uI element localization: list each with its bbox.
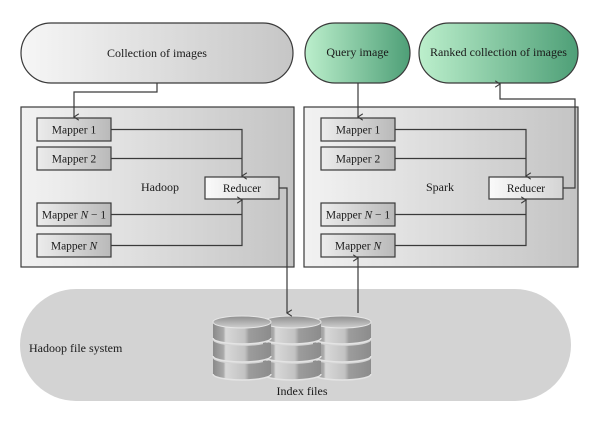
svg-text:Reducer: Reducer xyxy=(507,183,545,195)
spark-reducer: Reducer xyxy=(488,176,564,200)
svg-text:Mapper 1: Mapper 1 xyxy=(336,125,381,137)
hadoop-file-system-node: Hadoop file system xyxy=(20,289,571,401)
spark-mapper-1: Mapper 1 xyxy=(320,117,396,142)
hadoop-mapper-n: Mapper N xyxy=(36,233,112,258)
svg-text:Mapper N: Mapper N xyxy=(335,241,383,253)
spark-mapper-n-minus-1: Mapper N − 1 xyxy=(320,202,396,227)
database-cylinder-segment xyxy=(212,340,272,363)
collection-of-images-label: Collection of images xyxy=(107,46,207,60)
ranked-collection-node: Ranked collection of images xyxy=(418,22,579,84)
arrow-spark-mapper-1-to-reducer xyxy=(395,128,526,177)
arrow-hadoop-mapper-1-to-reducer xyxy=(111,128,242,177)
svg-text:Mapper 1: Mapper 1 xyxy=(52,125,97,137)
svg-text:Mapper N: Mapper N xyxy=(51,241,99,253)
spark-panel: Spark Mapper 1 Mapper 2 Mapper N − 1 Map… xyxy=(303,106,579,268)
database-cylinder-segment xyxy=(312,315,372,345)
query-image-node: Query image xyxy=(304,22,411,84)
svg-text:Mapper 2: Mapper 2 xyxy=(52,154,97,166)
hadoop-panel: Hadoop Mapper 1 Mapper 2 Mapper N − 1 Ma… xyxy=(20,106,295,268)
spark-label: Spark xyxy=(426,180,454,194)
database-icon xyxy=(212,315,372,381)
svg-text:Mapper 2: Mapper 2 xyxy=(336,154,381,166)
svg-text:Mapper N − 1: Mapper N − 1 xyxy=(326,210,391,222)
index-files-label: Index files xyxy=(277,384,328,398)
svg-text:Mapper N − 1: Mapper N − 1 xyxy=(42,210,107,222)
svg-text:Reducer: Reducer xyxy=(223,183,261,195)
spark-mapper-n: Mapper N xyxy=(320,233,396,258)
hadoop-mapper-1: Mapper 1 xyxy=(36,117,112,142)
query-image-label: Query image xyxy=(326,45,388,59)
hadoop-label: Hadoop xyxy=(141,180,179,194)
arrow-hadoop-mapper-n-to-reducer xyxy=(111,200,242,247)
spark-mapper-2: Mapper 2 xyxy=(320,146,396,171)
arrow-hadoop-reducer-to-index-files xyxy=(279,187,287,313)
arrow-collection-to-hadoop-mapper-1 xyxy=(74,83,158,117)
database-cylinder-segment xyxy=(212,358,272,381)
database-cylinder-segment xyxy=(212,315,272,345)
hadoop-file-system-label: Hadoop file system xyxy=(29,341,123,355)
arrow-spark-reducer-to-ranked-collection xyxy=(500,84,576,189)
hadoop-mapper-n-minus-1: Mapper N − 1 xyxy=(36,202,112,227)
database-cylinder-segment xyxy=(262,315,322,345)
ranked-collection-label: Ranked collection of images xyxy=(430,45,567,59)
hadoop-reducer: Reducer xyxy=(204,176,280,200)
collection-of-images-node: Collection of images xyxy=(20,22,294,84)
hadoop-mapper-2: Mapper 2 xyxy=(36,146,112,171)
arrow-spark-mapper-n-to-reducer xyxy=(395,200,526,247)
